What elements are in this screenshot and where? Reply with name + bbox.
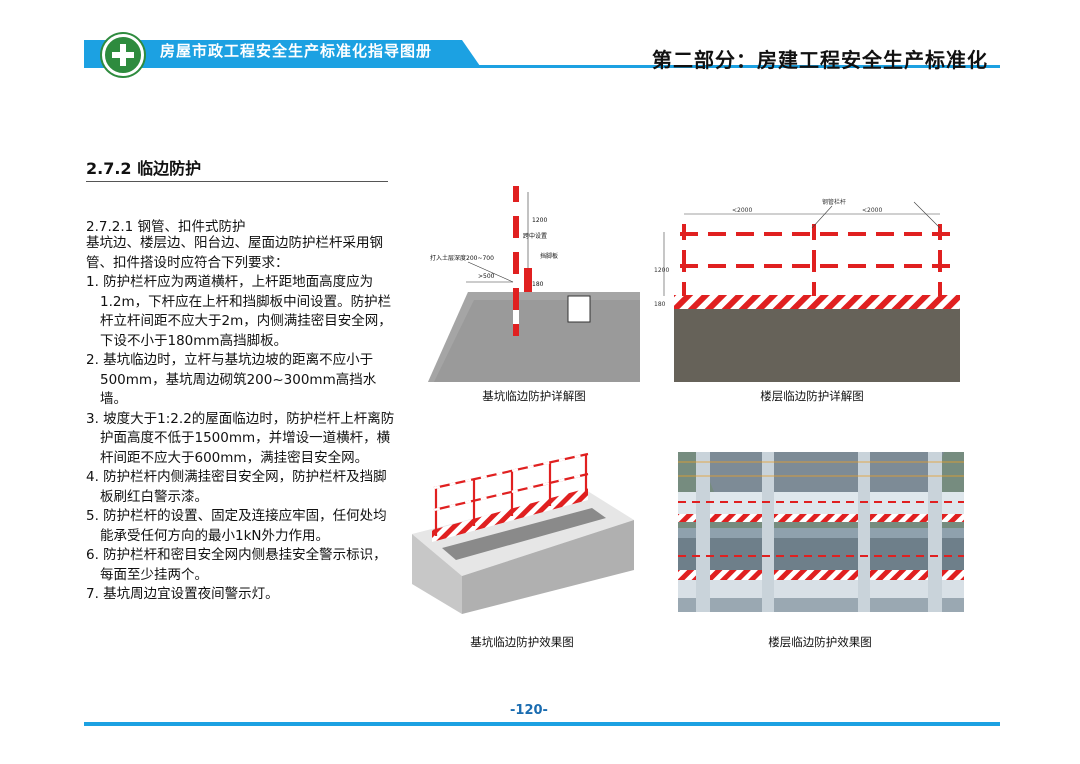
embed-depth-label: 打入土层深度200~700 — [430, 254, 494, 262]
list-item: 3. 坡度大于1:2.2的屋面临边时，防护栏杆上杆离防护面高度不低于1500mm… — [86, 410, 395, 466]
height-180-label: 180 — [654, 301, 666, 308]
floor-detail-caption: 楼层临边防护详解图 — [760, 389, 864, 403]
section-divider — [86, 181, 388, 182]
floor-effect-caption: 楼层临边防护效果图 — [768, 635, 872, 649]
header-band — [84, 40, 1000, 68]
list-item: 7. 基坑周边宜设置夜间警示灯。 — [86, 586, 279, 602]
pit-edge-effect-figure — [412, 452, 634, 614]
list-item: 4. 防护栏杆内侧满挂密目安全网，防护栏杆及挡脚板刷红白警示漆。 — [86, 469, 387, 505]
distance-500-label: >500 — [478, 273, 495, 280]
subsection-title: 2.7.2.1 钢管、扣件式防护 — [86, 219, 246, 235]
floor-edge-effect-figure — [678, 452, 964, 612]
page-number: -120- — [510, 703, 548, 718]
list-item: 5. 防护栏杆的设置、固定及连接应牢固，任何处均能承受任何方向的最小1kN外力作… — [86, 508, 387, 544]
toe-board-label: 挡脚板 — [540, 252, 558, 260]
height-1200-label: 1200 — [654, 267, 669, 274]
mid-support-label: 跨中设置 — [523, 232, 547, 240]
span-label-1: <2000 — [732, 207, 752, 214]
height-180-label: 180 — [532, 281, 544, 288]
list-item: 1. 防护栏杆应为两道横杆，上杆距地面高度应为1.2m，下杆应在上杆和挡脚板中间… — [86, 274, 392, 349]
list-item: 2. 基坑临边时，立杆与基坑边坡的距离不应小于500mm，基坑周边砌筑200~3… — [86, 352, 377, 407]
floor-edge-detail-figure: <2000 <2000 钢管栏杆 1200 180 — [654, 198, 960, 382]
pit-edge-detail-figure: 打入土层深度200~700 跨中设置 挡脚板 1200 180 >500 — [428, 186, 640, 382]
section-title: 2.7.2 临边防护 — [86, 159, 202, 178]
pit-detail-caption: 基坑临边防护详解图 — [482, 389, 586, 403]
requirements-list: 1. 防护栏杆应为两道横杆，上杆距地面高度应为1.2m，下杆应在上杆和挡脚板中间… — [86, 273, 398, 605]
manual-title: 房屋市政工程安全生产标准化指导图册 — [160, 42, 433, 60]
part-title: 第二部分：房建工程安全生产标准化 — [652, 48, 988, 72]
safety-logo-icon — [102, 34, 144, 76]
span-label-2: <2000 — [862, 207, 882, 214]
pit-effect-caption: 基坑临边防护效果图 — [470, 635, 574, 649]
list-item: 6. 防护栏杆和密目安全网内侧悬挂安全警示标识，每面至少挂两个。 — [86, 547, 387, 583]
footer-rule — [84, 722, 1000, 726]
height-1200-label: 1200 — [532, 217, 547, 224]
top-rail-label: 钢管栏杆 — [822, 198, 846, 206]
intro-paragraph: 基坑边、楼层边、阳台边、屋面边防护栏杆采用钢管、扣件搭设时应符合下列要求： — [86, 235, 383, 271]
